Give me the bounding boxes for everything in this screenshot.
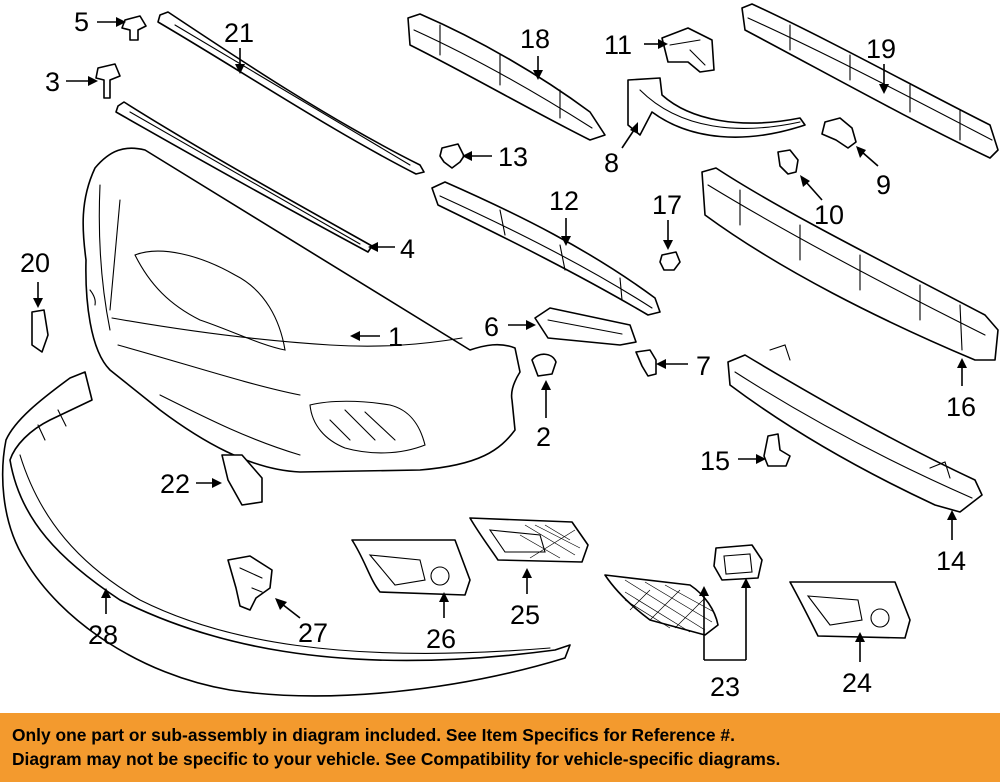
callout-28: 28	[88, 620, 118, 650]
disclaimer-line-1: Only one part or sub-assembly in diagram…	[12, 725, 735, 745]
fastener-17	[659, 251, 681, 271]
part-14-absorber	[727, 354, 983, 513]
callout-6: 6	[484, 312, 499, 342]
callout-19: 19	[866, 34, 896, 64]
part-28-lip-spoiler	[1, 371, 571, 697]
callout-14: 14	[936, 546, 966, 576]
leader-lines	[33, 17, 967, 662]
callout-7: 7	[696, 351, 711, 381]
part-6-bracket	[534, 307, 637, 346]
part-20-cover	[31, 309, 49, 353]
callout-12: 12	[549, 186, 579, 216]
callout-21: 21	[224, 18, 254, 48]
fastener-7	[635, 349, 657, 377]
callout-labels: 1 2 3 4 5 6 7 8 9 10 11 12 13 14 15 16 1…	[20, 7, 976, 702]
callout-27: 27	[298, 618, 328, 648]
fastener-15	[763, 433, 791, 467]
callout-16: 16	[946, 392, 976, 422]
part-12-reinforcement	[431, 181, 661, 316]
fastener-2	[531, 353, 557, 377]
fastener-3	[95, 63, 121, 99]
callout-25: 25	[510, 600, 540, 630]
callout-4: 4	[400, 234, 415, 264]
callout-24: 24	[842, 668, 872, 698]
part-8-stay	[627, 77, 806, 138]
callout-22: 22	[160, 469, 190, 499]
callout-26: 26	[426, 624, 456, 654]
callout-10: 10	[814, 200, 844, 230]
disclaimer-line-2: Diagram may not be specific to your vehi…	[12, 749, 781, 769]
part-11-bracket	[661, 27, 715, 73]
callout-9: 9	[876, 170, 891, 200]
callout-15: 15	[700, 446, 730, 476]
disclaimer-banner: Only one part or sub-assembly in diagram…	[0, 713, 1000, 782]
callout-23: 23	[710, 672, 740, 702]
callout-3: 3	[45, 67, 60, 97]
fastener-13	[439, 143, 465, 169]
part-27-sensor	[227, 555, 273, 611]
part-22-cover	[221, 454, 263, 506]
fastener-9	[821, 117, 857, 149]
callout-11: 11	[604, 30, 632, 60]
parts-diagram: 1 2 3 4 5 6 7 8 9 10 11 12 13 14 15 16 1…	[1, 3, 999, 702]
callout-17: 17	[652, 190, 682, 220]
part-1-bumper-cover	[82, 147, 521, 473]
part-19-absorber	[741, 3, 999, 159]
callout-2: 2	[536, 422, 551, 452]
callout-5: 5	[74, 7, 89, 37]
fasteners	[95, 15, 857, 467]
part-23-grille	[604, 544, 763, 636]
callout-1: 1	[388, 322, 403, 352]
part-24-fog-bezel	[789, 581, 911, 639]
callout-13: 13	[498, 142, 528, 172]
callout-18: 18	[520, 24, 550, 54]
part-26-fog-bezel	[351, 539, 471, 596]
fastener-5	[121, 15, 147, 41]
part-16-beam	[701, 167, 999, 361]
callout-20: 20	[20, 248, 50, 278]
part-25-fog-bezel	[469, 517, 589, 563]
callout-8: 8	[604, 148, 619, 178]
fastener-10	[777, 149, 799, 175]
